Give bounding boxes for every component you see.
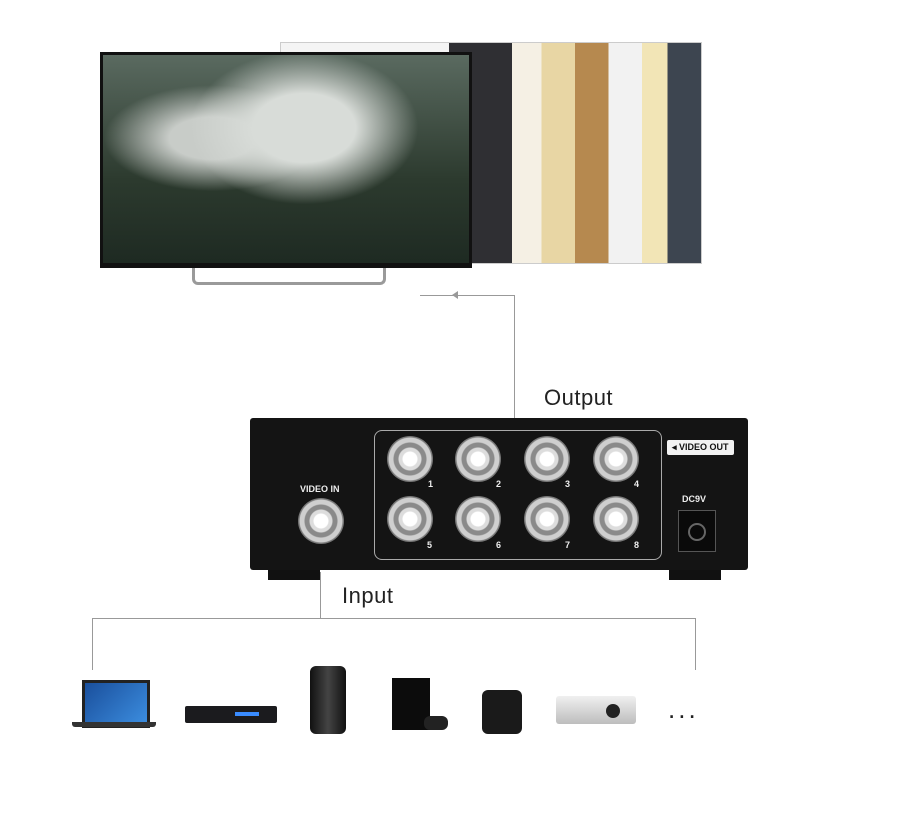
controller-icon [424,716,448,730]
output-label: Output [544,385,614,410]
output-port-5[interactable] [387,496,433,542]
video-in-label: VIDEO IN [300,484,340,494]
port-number: 1 [428,479,434,489]
power-label: DC9V [682,494,707,504]
port-number: 8 [634,540,640,550]
output-port-8[interactable] [593,496,639,542]
output-port-2[interactable] [455,436,501,482]
input-line-left-drop [92,618,93,670]
input-label: Input [342,583,394,608]
laptop-icon [82,680,150,728]
tv-screen-image [103,55,469,263]
output-port-1[interactable] [387,436,433,482]
device-foot [268,570,320,580]
port-number: 7 [565,540,571,550]
power-jack[interactable] [678,510,716,552]
output-port-panel [374,430,662,560]
port-number: 4 [634,479,640,489]
output-port-7[interactable] [524,496,570,542]
arrow-left-icon [452,291,458,299]
output-line [420,295,515,296]
output-port-3[interactable] [524,436,570,482]
pc-tower-icon [310,666,346,734]
output-line-vertical [514,295,515,420]
more-devices-ellipsis: ... [668,694,699,724]
input-line-vertical [320,572,321,618]
device-foot [669,570,721,580]
input-line-horizontal [92,618,696,619]
projector-icon [556,696,636,724]
dvd-player-icon [185,706,277,723]
video-out-badge: ◂ VIDEO OUT [667,440,734,455]
output-port-4[interactable] [593,436,639,482]
port-number: 2 [496,479,502,489]
laptop-base [72,722,156,727]
port-number: 6 [496,540,502,550]
input-line-right-drop [695,618,696,670]
output-port-6[interactable] [455,496,501,542]
video-splitter: VIDEO IN 1 2 3 4 5 6 7 8 ◂ VIDEO OUT DC9… [250,418,748,570]
video-out-label: VIDEO OUT [679,442,729,452]
tv-stand [192,268,386,285]
video-in-port[interactable] [298,498,344,544]
set-top-box-icon [482,690,522,734]
television [100,52,472,268]
game-console-icon [392,678,430,730]
port-number: 3 [565,479,571,489]
port-number: 5 [427,540,433,550]
